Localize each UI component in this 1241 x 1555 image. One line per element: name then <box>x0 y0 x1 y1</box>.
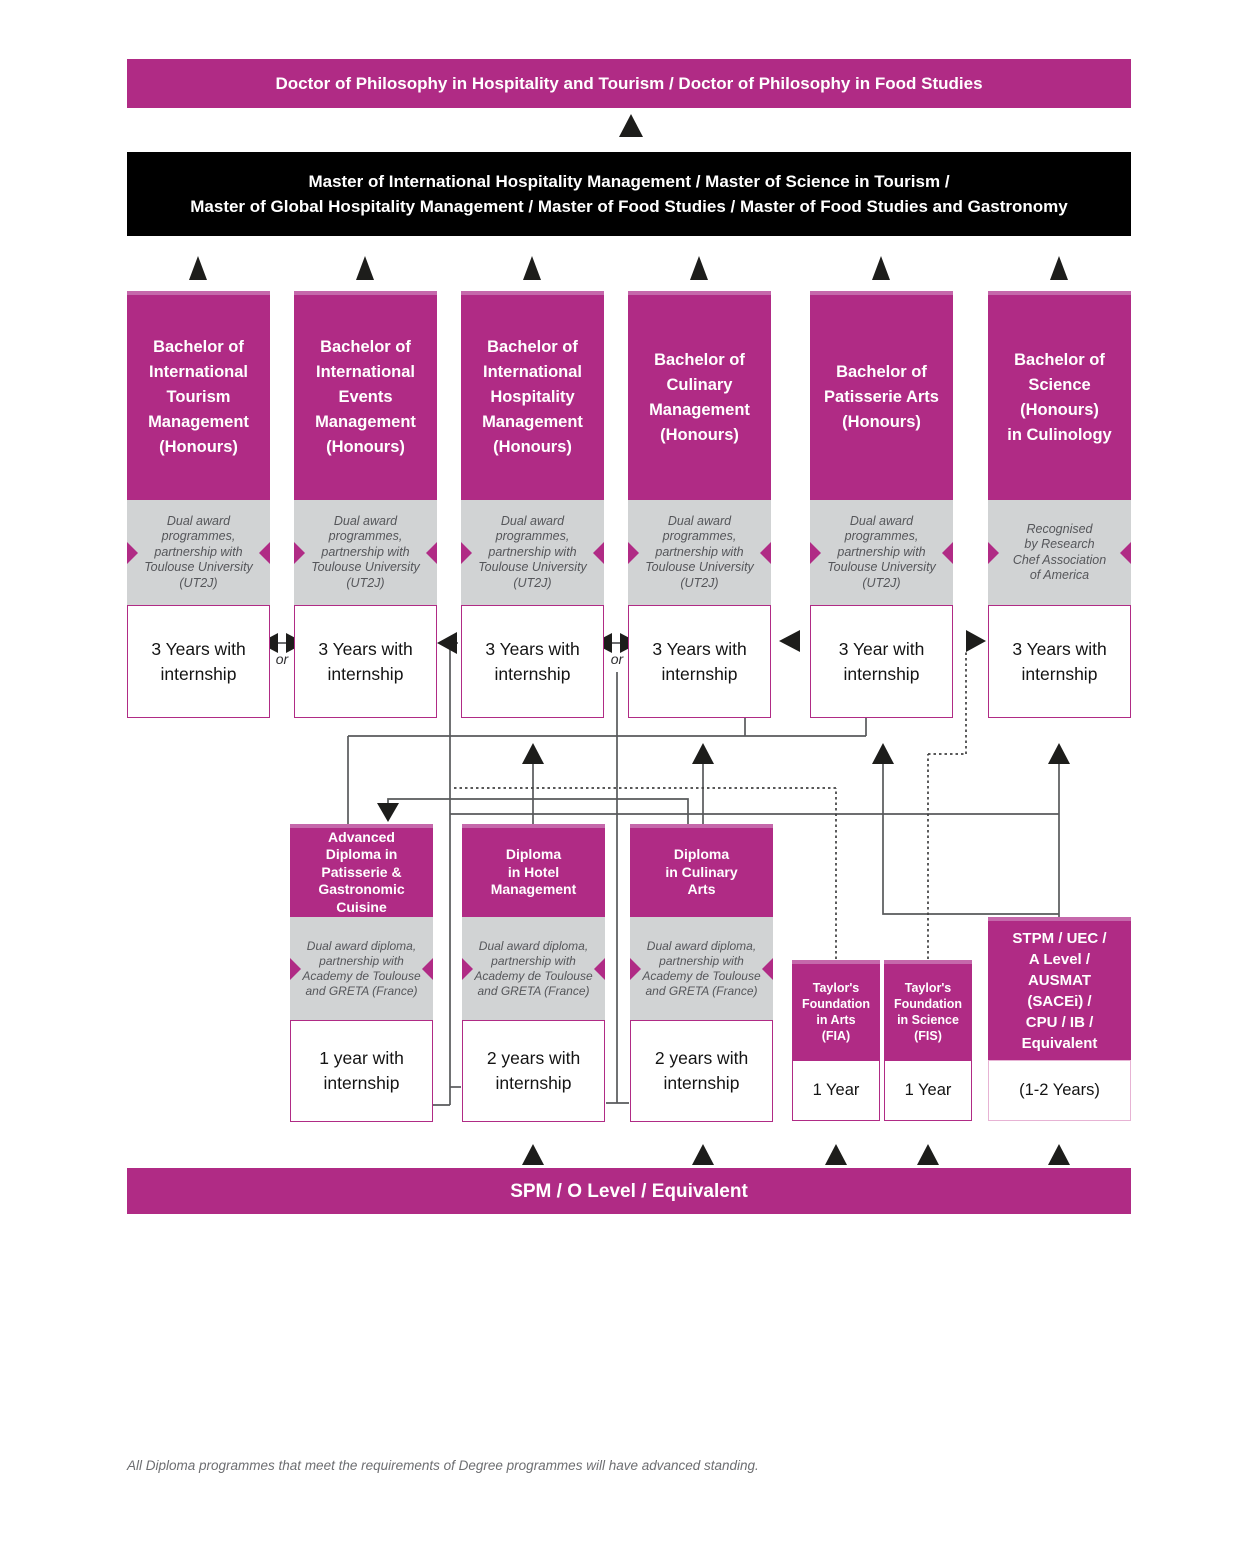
up-arrow-icon <box>1048 1144 1070 1165</box>
programme-title: Bachelor of Science (Honours) in Culinol… <box>988 291 1131 500</box>
notch-left-icon <box>988 541 999 564</box>
bachelor-events-column: Bachelor of International Events Managem… <box>294 291 437 718</box>
master-banner-line2: Master of Global Hospitality Management … <box>190 197 1068 216</box>
duration-box: 3 Years with internship <box>988 605 1131 718</box>
partnership-note: Dual award diploma, partnership with Aca… <box>462 917 605 1020</box>
duration-box: 1 year with internship <box>290 1020 433 1122</box>
up-arrow-icon <box>189 256 207 280</box>
bachelor-hospitality-column: Bachelor of International Hospitality Ma… <box>461 291 604 718</box>
notch-right-icon <box>760 541 771 564</box>
notch-right-icon <box>942 541 953 564</box>
spm-banner-label: SPM / O Level / Equivalent <box>510 1180 748 1202</box>
up-arrow-icon <box>872 743 894 764</box>
up-arrow-icon <box>523 256 541 280</box>
duration-box: 3 Years with internship <box>461 605 604 718</box>
partnership-note: Dual award programmes, partnership with … <box>461 500 604 605</box>
duration-box: 2 years with internship <box>630 1020 773 1122</box>
diploma-hotel-column: Diploma in Hotel Management Dual award d… <box>462 824 605 1122</box>
programme-title: Diploma in Culinary Arts <box>630 824 773 917</box>
duration-box: 3 Years with internship <box>127 605 270 718</box>
duration-box: 1 Year <box>792 1060 880 1121</box>
up-arrow-icon <box>692 743 714 764</box>
programme-title: Bachelor of International Hospitality Ma… <box>461 291 604 500</box>
programme-title: Diploma in Hotel Management <box>462 824 605 917</box>
programme-title: Taylor's Foundation in Arts (FIA) <box>792 960 880 1060</box>
partnership-note: Dual award programmes, partnership with … <box>628 500 771 605</box>
notch-left-icon <box>462 957 473 980</box>
up-arrow-icon <box>917 1144 939 1165</box>
bachelor-culinary-management-column: Bachelor of Culinary Management (Honours… <box>628 291 771 718</box>
notch-right-icon <box>594 957 605 980</box>
programme-title: Bachelor of International Tourism Manage… <box>127 291 270 500</box>
right-arrow-icon <box>966 630 986 652</box>
duration-box: (1-2 Years) <box>988 1060 1131 1121</box>
notch-left-icon <box>630 957 641 980</box>
up-arrow-icon <box>690 256 708 280</box>
duration-box: 2 years with internship <box>462 1020 605 1122</box>
partnership-note: Dual award diploma, partnership with Aca… <box>290 917 433 1020</box>
foundation-science-column: Taylor's Foundation in Science (FIS) 1 Y… <box>884 960 972 1121</box>
notch-right-icon <box>426 541 437 564</box>
partnership-note: Dual award programmes, partnership with … <box>294 500 437 605</box>
notch-right-icon <box>259 541 270 564</box>
programme-title: STPM / UEC / A Level / AUSMAT (SACEi) / … <box>988 917 1131 1060</box>
bachelor-culinology-column: Bachelor of Science (Honours) in Culinol… <box>988 291 1131 718</box>
footnote: All Diploma programmes that meet the req… <box>127 1458 759 1473</box>
partnership-note: Dual award programmes, partnership with … <box>127 500 270 605</box>
notch-left-icon <box>810 541 821 564</box>
duration-box: 3 Years with internship <box>628 605 771 718</box>
stpm-equivalent-column: STPM / UEC / A Level / AUSMAT (SACEi) / … <box>988 917 1131 1121</box>
up-arrow-icon <box>872 256 890 280</box>
recognition-note: Recognised by Research Chef Association … <box>988 500 1131 605</box>
diploma-culinary-column: Diploma in Culinary Arts Dual award dipl… <box>630 824 773 1122</box>
notch-right-icon <box>593 541 604 564</box>
up-arrow-icon <box>522 743 544 764</box>
programme-title: Bachelor of Culinary Management (Honours… <box>628 291 771 500</box>
left-arrow-icon <box>437 632 457 654</box>
up-arrow-icon <box>692 1144 714 1165</box>
programme-title: Bachelor of Patisserie Arts (Honours) <box>810 291 953 500</box>
notch-left-icon <box>628 541 639 564</box>
down-arrow-icon <box>377 803 399 822</box>
partnership-note: Dual award diploma, partnership with Aca… <box>630 917 773 1020</box>
master-banner-line1: Master of International Hospitality Mana… <box>308 172 950 191</box>
bachelor-tourism-column: Bachelor of International Tourism Manage… <box>127 291 270 718</box>
duration-box: 3 Years with internship <box>294 605 437 718</box>
up-arrow-icon <box>1050 256 1068 280</box>
programme-title: Taylor's Foundation in Science (FIS) <box>884 960 972 1060</box>
notch-left-icon <box>290 957 301 980</box>
or-label: or <box>275 651 289 667</box>
partnership-note: Dual award programmes, partnership with … <box>810 500 953 605</box>
bachelor-patisserie-column: Bachelor of Patisserie Arts (Honours) Du… <box>810 291 953 718</box>
notch-right-icon <box>762 957 773 980</box>
phd-banner-label: Doctor of Philosophy in Hospitality and … <box>275 74 983 93</box>
left-arrow-icon <box>779 630 800 652</box>
notch-right-icon <box>422 957 433 980</box>
up-arrow-icon <box>356 256 374 280</box>
advanced-diploma-column: Advanced Diploma in Patisserie & Gastron… <box>290 824 433 1122</box>
notch-left-icon <box>461 541 472 564</box>
up-arrow-icon <box>522 1144 544 1165</box>
programme-title: Advanced Diploma in Patisserie & Gastron… <box>290 824 433 917</box>
up-arrow-icon <box>619 114 643 137</box>
spm-banner: SPM / O Level / Equivalent <box>127 1168 1131 1214</box>
notch-left-icon <box>294 541 305 564</box>
master-banner: Master of International Hospitality Mana… <box>127 152 1131 236</box>
duration-box: 3 Year with internship <box>810 605 953 718</box>
phd-banner: Doctor of Philosophy in Hospitality and … <box>127 59 1131 108</box>
up-arrow-icon <box>1048 743 1070 764</box>
programme-title: Bachelor of International Events Managem… <box>294 291 437 500</box>
or-label: or <box>610 651 624 667</box>
notch-left-icon <box>127 541 138 564</box>
duration-box: 1 Year <box>884 1060 972 1121</box>
foundation-arts-column: Taylor's Foundation in Arts (FIA) 1 Year <box>792 960 880 1121</box>
notch-right-icon <box>1120 541 1131 564</box>
up-arrow-icon <box>825 1144 847 1165</box>
